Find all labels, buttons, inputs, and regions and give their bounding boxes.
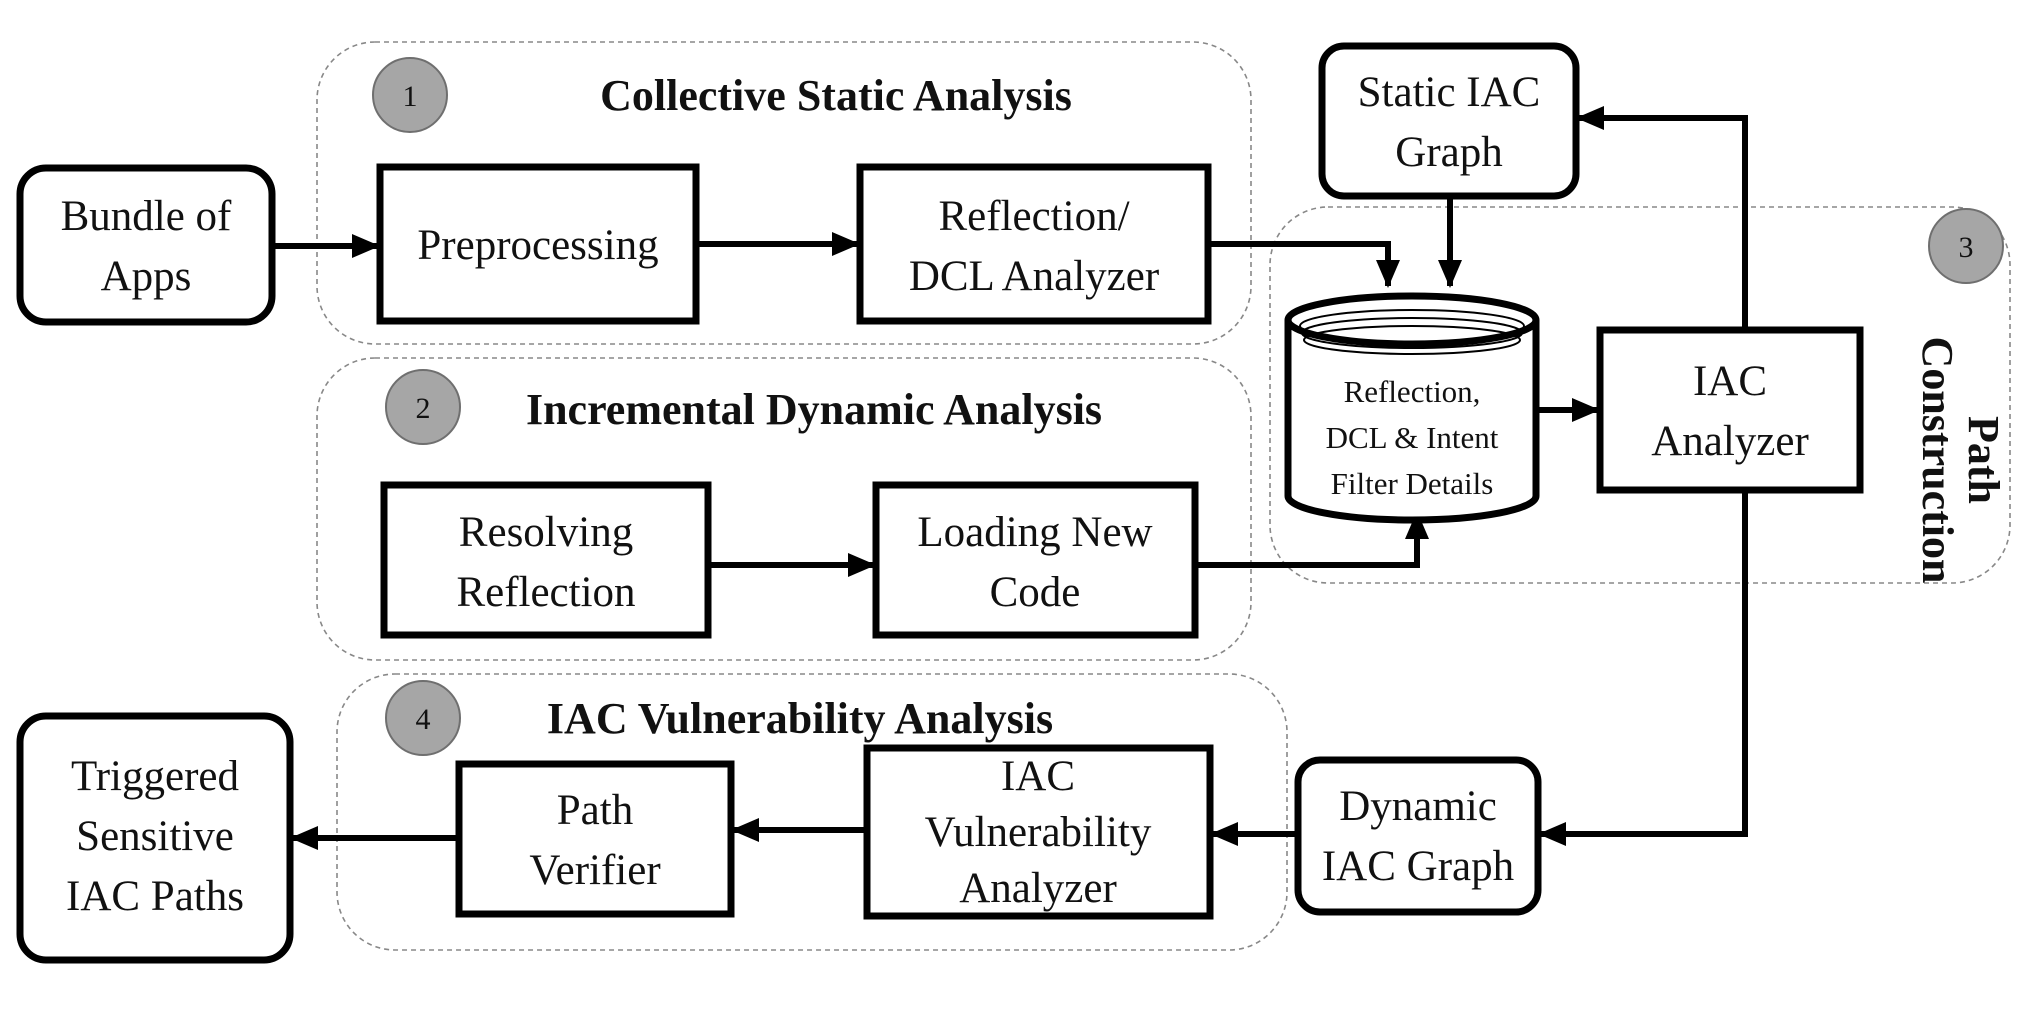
bundle-of-apps-node: Bundle of Apps [16,164,276,326]
svg-text:1: 1 [403,80,418,113]
path-construction-title: Path Construction [1913,337,2008,584]
badge-4: 4 [385,680,461,756]
svg-text:Dynamic: Dynamic [1339,783,1497,830]
static-analysis-title: Collective Static Analysis [600,71,1072,120]
group-vulnerability-analysis [336,673,1288,951]
resolving-reflection-node: Resolving Reflection [380,481,712,639]
details-database-node: Reflection, DCL & Intent Filter Details [1284,292,1540,524]
badge-2: 2 [385,369,461,445]
svg-text:Path: Path [557,787,633,834]
edge-iac-analyzer-to-static-graph [1576,106,1748,328]
svg-text:Vulnerability: Vulnerability [925,809,1152,856]
svg-text:Verifier: Verifier [529,847,660,894]
svg-text:4: 4 [416,703,431,736]
badge-1: 1 [372,57,448,133]
dynamic-iac-graph-node: Dynamic IAC Graph [1294,756,1542,916]
svg-text:Construction: Construction [1913,337,1962,584]
iac-analyzer-node: IAC Analyzer [1596,326,1864,494]
edge-loading-to-database [1195,511,1429,568]
svg-text:Loading New: Loading New [917,509,1152,556]
svg-text:Preprocessing: Preprocessing [417,222,658,269]
svg-text:DCL & Intent: DCL & Intent [1326,420,1499,455]
dynamic-analysis-title: Incremental Dynamic Analysis [526,385,1102,434]
loading-new-code-node: Loading New Code [872,481,1199,639]
svg-text:Reflection: Reflection [456,569,635,616]
svg-text:IAC: IAC [1001,753,1075,800]
svg-text:Graph: Graph [1395,129,1502,176]
svg-text:Analyzer: Analyzer [959,865,1117,912]
svg-text:IAC: IAC [1693,358,1767,405]
triggered-iac-paths-node: Triggered Sensitive IAC Paths [16,712,294,964]
iac-vulnerability-analyzer-node: IAC Vulnerability Analyzer [863,744,1214,920]
svg-text:DCL Analyzer: DCL Analyzer [909,253,1159,300]
svg-text:Analyzer: Analyzer [1651,418,1809,465]
svg-text:IAC Paths: IAC Paths [66,873,244,920]
svg-text:Code: Code [990,569,1081,616]
svg-text:Bundle of: Bundle of [61,193,232,240]
edge-iac-analyzer-to-dynamic-graph [1538,492,1748,846]
svg-text:3: 3 [1959,231,1974,264]
svg-text:Triggered: Triggered [71,753,239,800]
svg-text:Sensitive: Sensitive [76,813,234,860]
svg-text:Filter Details: Filter Details [1331,466,1494,501]
svg-text:Reflection,: Reflection, [1344,374,1481,409]
svg-text:2: 2 [416,392,431,425]
badge-3: 3 [1928,208,2004,284]
svg-text:Resolving: Resolving [459,509,633,556]
reflection-dcl-analyzer-node: Reflection/ DCL Analyzer [856,163,1212,325]
svg-text:Apps: Apps [101,253,192,300]
group-dynamic-analysis [316,357,1252,661]
static-iac-graph-node: Static IAC Graph [1318,42,1580,200]
group-static-analysis [316,41,1252,345]
path-verifier-node: Path Verifier [455,760,735,918]
svg-text:IAC Graph: IAC Graph [1322,843,1514,890]
svg-text:Static IAC: Static IAC [1358,69,1541,116]
edge-reflection-to-database [1208,241,1400,288]
preprocessing-node: Preprocessing [376,163,700,325]
group-path-construction [1269,206,2011,584]
svg-text:Reflection/: Reflection/ [938,193,1129,240]
svg-text:Path: Path [1959,416,2008,504]
vulnerability-analysis-title: IAC Vulnerability Analysis [547,694,1053,743]
